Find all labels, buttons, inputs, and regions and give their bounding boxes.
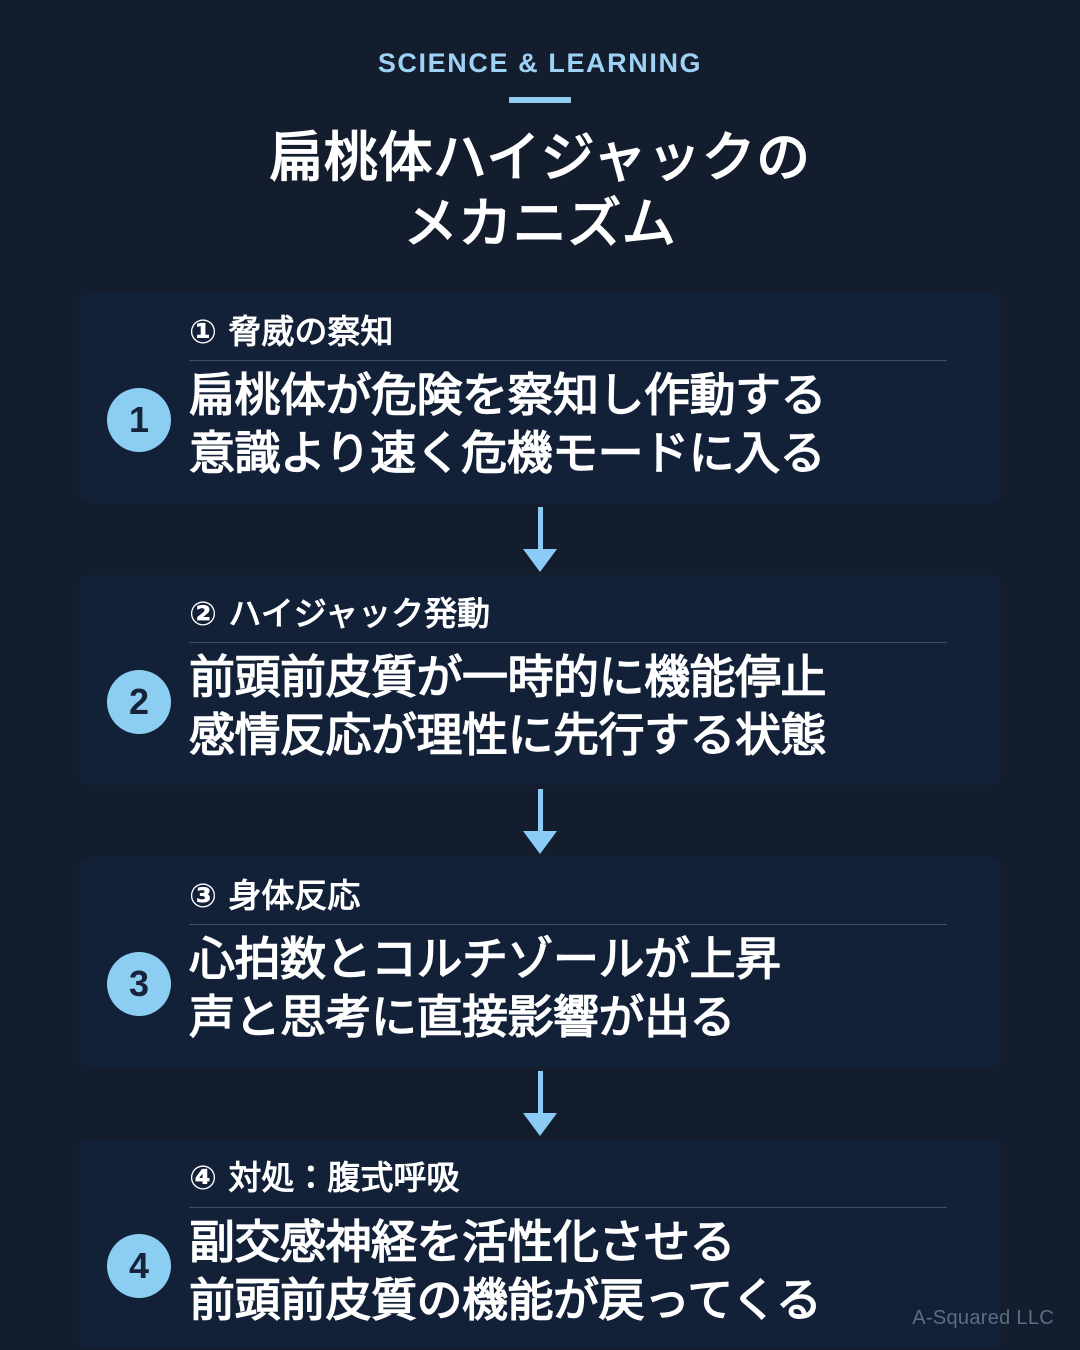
- step-card-4: 4 ④ 対処：腹式呼吸 副交感神経を活性化させる 前頭前皮質の機能が戻ってくる: [79, 1139, 1001, 1350]
- page-title: 扁桃体ハイジャックの メカニズム: [0, 125, 1080, 257]
- step-body-4: 副交感神経を活性化させる 前頭前皮質の機能が戻ってくる: [189, 1214, 975, 1330]
- step-badge-3: 3: [107, 952, 171, 1017]
- watermark: A-Squared LLC: [912, 1307, 1054, 1329]
- step-card-3: 3 ③ 身体反応 心拍数とコルチゾールが上昇 声と思考に直接影響が出る: [79, 857, 1001, 1068]
- step-label-3: ③ 身体反応: [189, 876, 361, 916]
- step-body-2: 前頭前皮質が一時的に機能停止 感情反応が理性に先行する状態: [189, 649, 975, 765]
- step-body-1-line-1: 扁桃体が危険を察知し作動する: [189, 368, 827, 423]
- step-card-1: 1 ① 脅威の察知 扁桃体が危険を察知し作動する 意識より速く危機モードに入る: [79, 292, 1001, 504]
- step-body-3-line-2: 声と思考に直接影響が出る: [189, 990, 736, 1045]
- flow-arrow-1-to-2: [0, 503, 1080, 575]
- step-body-3: 心拍数とコルチゾールが上昇 声と思考に直接影響が出る: [189, 931, 975, 1047]
- arrow-stem: [537, 1070, 543, 1113]
- step-label-1: ① 脅威の察知: [189, 311, 394, 351]
- step-divider-1: [189, 360, 947, 362]
- step-body-2-line-1: 前頭前皮質が一時的に機能停止: [189, 650, 827, 705]
- step-divider-2: [189, 642, 947, 644]
- step-badge-4: 4: [107, 1234, 171, 1299]
- step-card-2: 2 ② ハイジャック発動 前頭前皮質が一時的に機能停止 感情反応が理性に先行する…: [79, 575, 1001, 786]
- steps-list: 1 ① 脅威の察知 扁桃体が危険を察知し作動する 意識より速く危機モードに入る …: [0, 292, 1080, 1350]
- arrow-down-icon: [523, 548, 557, 572]
- page-title-line-1: 扁桃体ハイジャックの: [269, 126, 811, 189]
- step-body-4-line-2: 前頭前皮質の機能が戻ってくる: [189, 1272, 822, 1327]
- step-body-3-line-1: 心拍数とコルチゾールが上昇: [189, 932, 781, 987]
- step-divider-4: [189, 1206, 947, 1208]
- header: SCIENCE & LEARNING 扁桃体ハイジャックの メカニズム: [0, 0, 1080, 257]
- step-body-2-line-2: 感情反応が理性に先行する状態: [189, 708, 827, 763]
- flow-arrow-2-to-3: [0, 785, 1080, 857]
- arrow-stem: [537, 506, 543, 549]
- step-body-1: 扁桃体が危険を察知し作動する 意識より速く危機モードに入る: [189, 367, 975, 483]
- step-body-4-line-1: 副交感神経を活性化させる: [189, 1214, 736, 1269]
- step-label-4: ④ 対処：腹式呼吸: [189, 1158, 460, 1198]
- eyebrow-underline-rule: [509, 97, 571, 103]
- arrow-stem: [537, 788, 543, 831]
- arrow-down-icon: [523, 830, 557, 854]
- step-badge-2: 2: [107, 670, 171, 735]
- eyebrow-category: SCIENCE & LEARNING: [377, 48, 703, 78]
- step-badge-1: 1: [107, 387, 171, 452]
- step-label-2: ② ハイジャック発動: [189, 594, 491, 634]
- step-body-1-line-2: 意識より速く危機モードに入る: [189, 426, 826, 481]
- page-title-line-2: メカニズム: [403, 191, 677, 255]
- step-divider-3: [189, 924, 947, 926]
- flow-arrow-3-to-4: [0, 1067, 1080, 1139]
- arrow-down-icon: [523, 1112, 557, 1136]
